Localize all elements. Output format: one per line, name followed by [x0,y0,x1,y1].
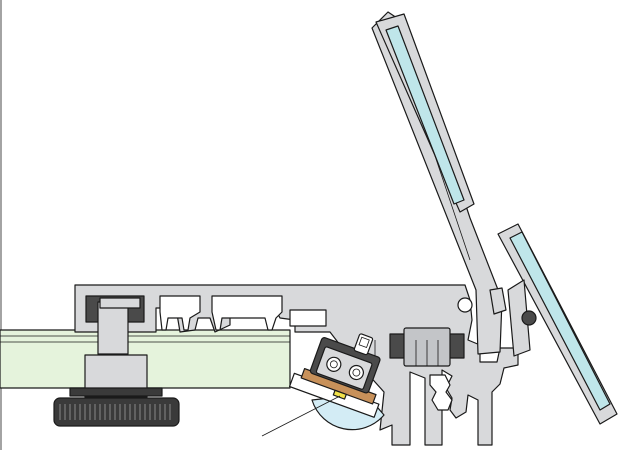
sensor-lens-left [326,356,342,372]
latch-block [389,327,465,367]
leader-line [261,395,341,437]
rail-slot-middle [211,295,283,331]
pivot-hole [457,297,473,313]
rail-slot-right [289,309,327,327]
clamp-screw-washer [69,387,163,397]
clamp-screw-knob-ridges [59,404,171,420]
sensor-connector-pin [358,336,370,349]
clamp-screw-shaft-light [99,297,141,309]
sensor-module-yellow-chip [332,389,347,400]
sensor-lens-left-inner [329,360,338,369]
sensor-lens-right-inner [352,368,361,377]
rail-notch-right [429,374,453,411]
sensor-module [288,333,381,418]
mirror-panel-lower [497,223,618,425]
mirror-panel-upper-glass [385,25,465,205]
hinge-arm-tab [489,287,507,315]
rail-slot-left [159,295,201,331]
clamp-screw-shaft-top [97,301,129,355]
sensor-lens-right [348,364,364,381]
pivot-pin [521,310,537,326]
rail-bracket [74,284,519,446]
mirror-panel-upper [375,13,475,213]
mirror-panel-lower-bracket [507,279,531,357]
mirror-panel-lower-glass [509,231,611,411]
clamp-screw [53,295,180,427]
